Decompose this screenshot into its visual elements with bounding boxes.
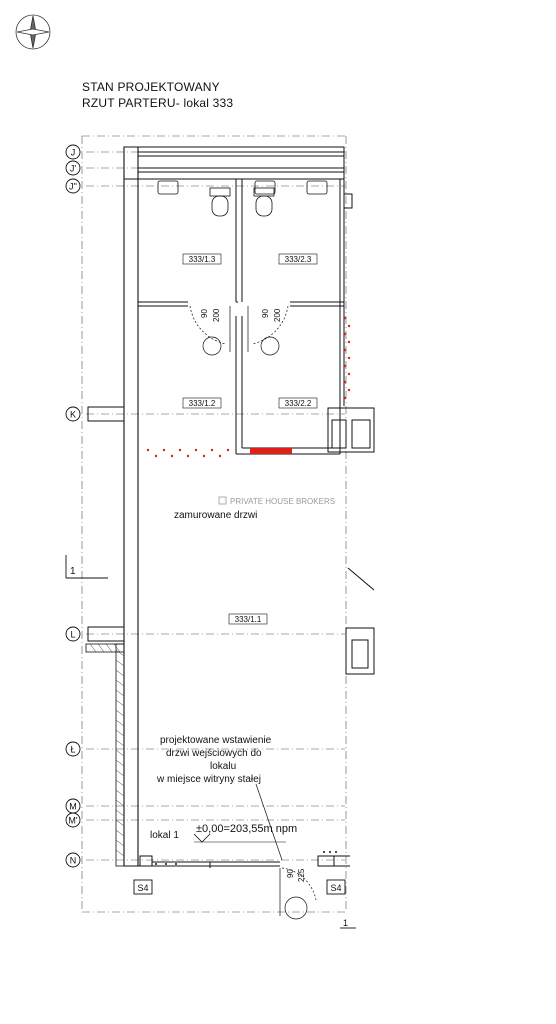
partition-walls bbox=[138, 179, 353, 455]
axis-l-marker bbox=[65, 626, 81, 642]
axis-j2-label: J'' bbox=[69, 182, 77, 192]
room-label-13: 333/1.3 bbox=[189, 255, 216, 264]
axis-j2-marker bbox=[65, 178, 81, 194]
top-wall bbox=[123, 146, 345, 180]
proposal-leader bbox=[255, 783, 283, 861]
watermark-logo-icon bbox=[218, 496, 227, 505]
sink-icon bbox=[306, 180, 328, 195]
sink-icon bbox=[254, 180, 276, 195]
level-symbol bbox=[193, 833, 211, 843]
sink-icon bbox=[157, 180, 179, 195]
proposal-note-line2: drzwi wejściowych do bbox=[166, 748, 262, 759]
entry-dim-height: 225 bbox=[297, 868, 306, 882]
room-label-11: 333/1.1 bbox=[235, 615, 262, 624]
door-dim-height-b: 200 bbox=[273, 308, 282, 322]
axis-j1-marker bbox=[65, 160, 81, 176]
storefront-wall bbox=[139, 855, 350, 868]
axis-markers bbox=[65, 144, 81, 868]
axis-n-label: N bbox=[70, 856, 77, 866]
axis-n-marker bbox=[65, 852, 81, 868]
stair-box-right bbox=[326, 879, 346, 895]
axis-grid bbox=[81, 135, 348, 913]
stair-box-left bbox=[133, 879, 153, 895]
axis-k-marker bbox=[65, 406, 81, 422]
section-label: 1 bbox=[70, 566, 76, 577]
watermark: PRIVATE HOUSE BROKERS bbox=[218, 496, 335, 506]
room-label-12: 333/1.2 bbox=[189, 399, 216, 408]
toilet-icon bbox=[209, 187, 231, 197]
axis-m1-label: M' bbox=[68, 816, 77, 826]
axis-k-label: K bbox=[70, 410, 76, 420]
room-label-22: 333/2.2 bbox=[285, 399, 312, 408]
door-swings bbox=[189, 305, 317, 920]
compass-rose-icon bbox=[15, 14, 51, 50]
watermark-text: PRIVATE HOUSE BROKERS bbox=[230, 497, 335, 506]
axis-j1-label: J' bbox=[70, 164, 77, 174]
proposal-note-line3: lokalu bbox=[210, 761, 236, 772]
toilets bbox=[209, 187, 275, 217]
axis-l-stroke-label: Ł bbox=[70, 745, 75, 755]
axis-l-stroke-marker bbox=[65, 741, 81, 757]
sinks bbox=[157, 180, 328, 195]
drawing-subtitle: RZUT PARTERU- lokal 333 bbox=[82, 96, 234, 110]
level-note: ±0,00=203,55m npm bbox=[196, 823, 297, 835]
right-side-fixtures bbox=[327, 407, 375, 675]
stair-label-right: S4 bbox=[330, 883, 341, 893]
door-dim-width-b: 90 bbox=[261, 309, 270, 318]
toilet-icon bbox=[253, 187, 275, 197]
axis-l-label: L bbox=[70, 630, 75, 640]
stair-label-left: S4 bbox=[137, 883, 148, 893]
insulation-hatch bbox=[85, 643, 125, 867]
axis-j-label: J bbox=[71, 148, 76, 158]
door-dim-height-a: 200 bbox=[212, 308, 221, 322]
stair-markers bbox=[133, 879, 346, 895]
unit-label: lokal 1 bbox=[150, 830, 179, 841]
drawing-title: STAN PROJEKTOWANY bbox=[82, 80, 220, 94]
axis-m1-marker bbox=[65, 812, 81, 828]
proposal-note-line4: w miejsce witryny stałej bbox=[156, 774, 261, 785]
axis-m-label: M bbox=[69, 802, 77, 812]
axis-j-marker bbox=[65, 144, 81, 160]
door-dim-width-a: 90 bbox=[200, 309, 209, 318]
room-label-23: 333/2.3 bbox=[285, 255, 312, 264]
proposal-note-line1: projektowane wstawienie bbox=[160, 735, 272, 746]
storefront-dots bbox=[155, 851, 337, 865]
section-label-bottom: 1 bbox=[343, 918, 348, 928]
demolition-dots bbox=[146, 316, 351, 458]
bricked-door-marker bbox=[250, 448, 292, 454]
section-marker bbox=[65, 555, 108, 579]
left-wall bbox=[123, 147, 152, 867]
stub-walls bbox=[87, 406, 125, 642]
entry-dim-width: 90 bbox=[286, 869, 295, 878]
bricked-door-note: zamurowane drzwi bbox=[174, 510, 257, 521]
